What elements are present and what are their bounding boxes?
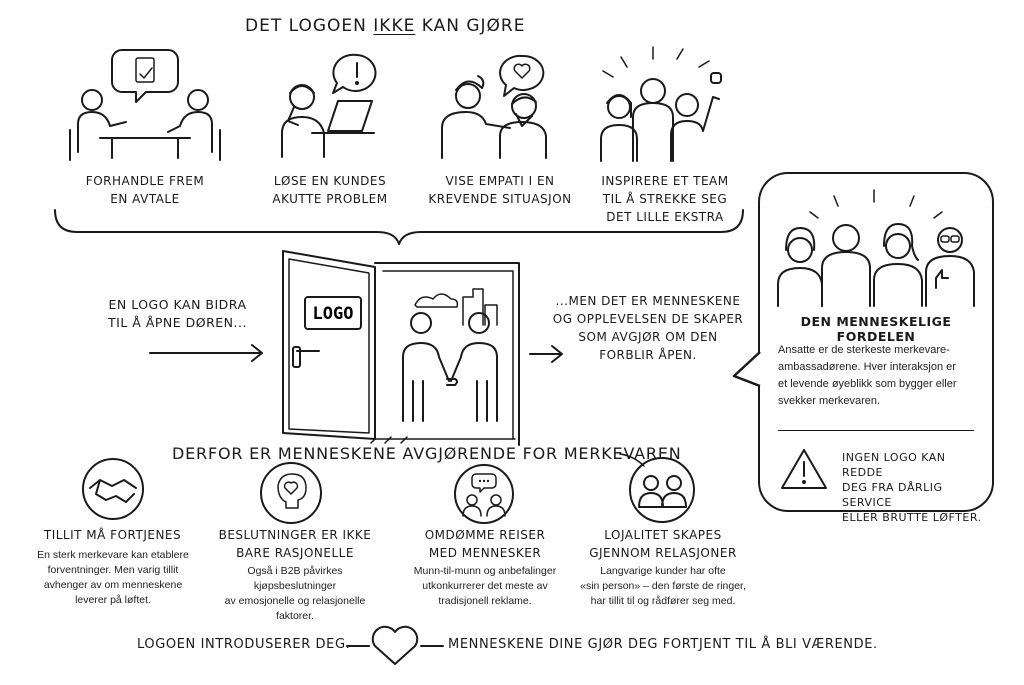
- section-title: DERFOR ER MENNESKENE AVGJØRENDE FOR MERK…: [172, 444, 682, 463]
- footer-left-text: LOGOEN INTRODUSERER DEG.: [137, 637, 351, 652]
- negotiation-illustration: [69, 49, 221, 161]
- reason-title-1: TILLIT MÅ FORTJENES: [43, 528, 182, 542]
- heart-bubble-icon: [499, 54, 545, 97]
- door-left-text: EN LOGO KAN BIDRA TIL Å ÅPNE DØREN...: [108, 297, 247, 330]
- reason-text-3: Munn-til-munn og anbefalinger utkonkurre…: [413, 565, 557, 607]
- page-title: DET LOGOEN IKKE KAN GJØRE: [245, 16, 526, 36]
- card-divider: [778, 430, 974, 431]
- heart-icon: [346, 625, 444, 665]
- exclamation-bubble-icon: [332, 53, 377, 94]
- laptop-icon: [311, 100, 375, 134]
- empathy-illustration: [441, 54, 547, 159]
- urgent-problem-illustration: [281, 53, 377, 158]
- speech-bubble-icon: [111, 49, 179, 103]
- logo-label: LOGO: [313, 304, 354, 324]
- curly-brace: [54, 209, 744, 245]
- door-panel: [282, 250, 376, 440]
- card-warning-text: INGEN LOGO KAN REDDE DEG FRA DÅRLIG SERV…: [842, 451, 982, 524]
- reason-text-2: Også i B2B påvirkes kjøpsbeslutninger av…: [224, 565, 366, 622]
- title-emphasis: IKKE: [373, 16, 416, 36]
- two-people-icon: [629, 457, 695, 523]
- reason-text-1: En sterk merkevare kan etablere forventn…: [37, 549, 189, 606]
- heart-brain-icon: [260, 462, 322, 524]
- door-right-text: ...MEN DET ER MENNESKENE OG OPPLEVELSEN …: [552, 294, 744, 362]
- footer-right-text: MENNESKENE DINE GJØR DEG FORTJENT TIL Å …: [448, 637, 878, 652]
- warning-icon: [781, 449, 827, 489]
- reason-title-4: LOJALITET SKAPES GJENNOM RELASJONER: [589, 528, 737, 560]
- reason-text-4: Langvarige kunder har ofte «sin person» …: [580, 565, 746, 607]
- cant-do-caption-3: VISE EMPATI I EN KREVENDE SITUASJON: [428, 174, 572, 206]
- reason-title-2: BESLUTNINGER ER IKKE BARE RASJONELLE: [218, 528, 372, 560]
- arrow-right-icon-2: [529, 345, 563, 363]
- team-illustration: [777, 189, 975, 307]
- card-speech-tail: [732, 351, 761, 388]
- cant-do-caption-4: INSPIRERE ET TEAM TIL Å STREKKE SEG DET …: [601, 174, 729, 224]
- cant-do-caption-2: LØSE EN KUNDES AKUTTE PROBLEM: [272, 174, 388, 206]
- logo-sign: [304, 296, 362, 330]
- people-chat-icon: [454, 464, 514, 524]
- human-advantage-card: DEN MENNESKELIGE FORDELEN Ansatte er de …: [758, 172, 994, 524]
- open-door-illustration: LOGO: [282, 250, 520, 446]
- card-title: DEN MENNESKELIGE FORDELEN: [800, 314, 952, 344]
- handshake-hands: [446, 378, 458, 386]
- arrow-right-icon: [149, 344, 263, 362]
- handshake-icon: [82, 458, 144, 520]
- thumbs-up-icon: [935, 269, 949, 289]
- cant-do-caption-1: FORHANDLE FREM EN AVTALE: [85, 174, 205, 206]
- inspire-team-illustration: [600, 46, 722, 162]
- reason-title-3: OMDØMME REISER MED MENNESKER: [424, 528, 546, 560]
- card-text: Ansatte er de sterkeste merkevare- ambas…: [778, 344, 957, 407]
